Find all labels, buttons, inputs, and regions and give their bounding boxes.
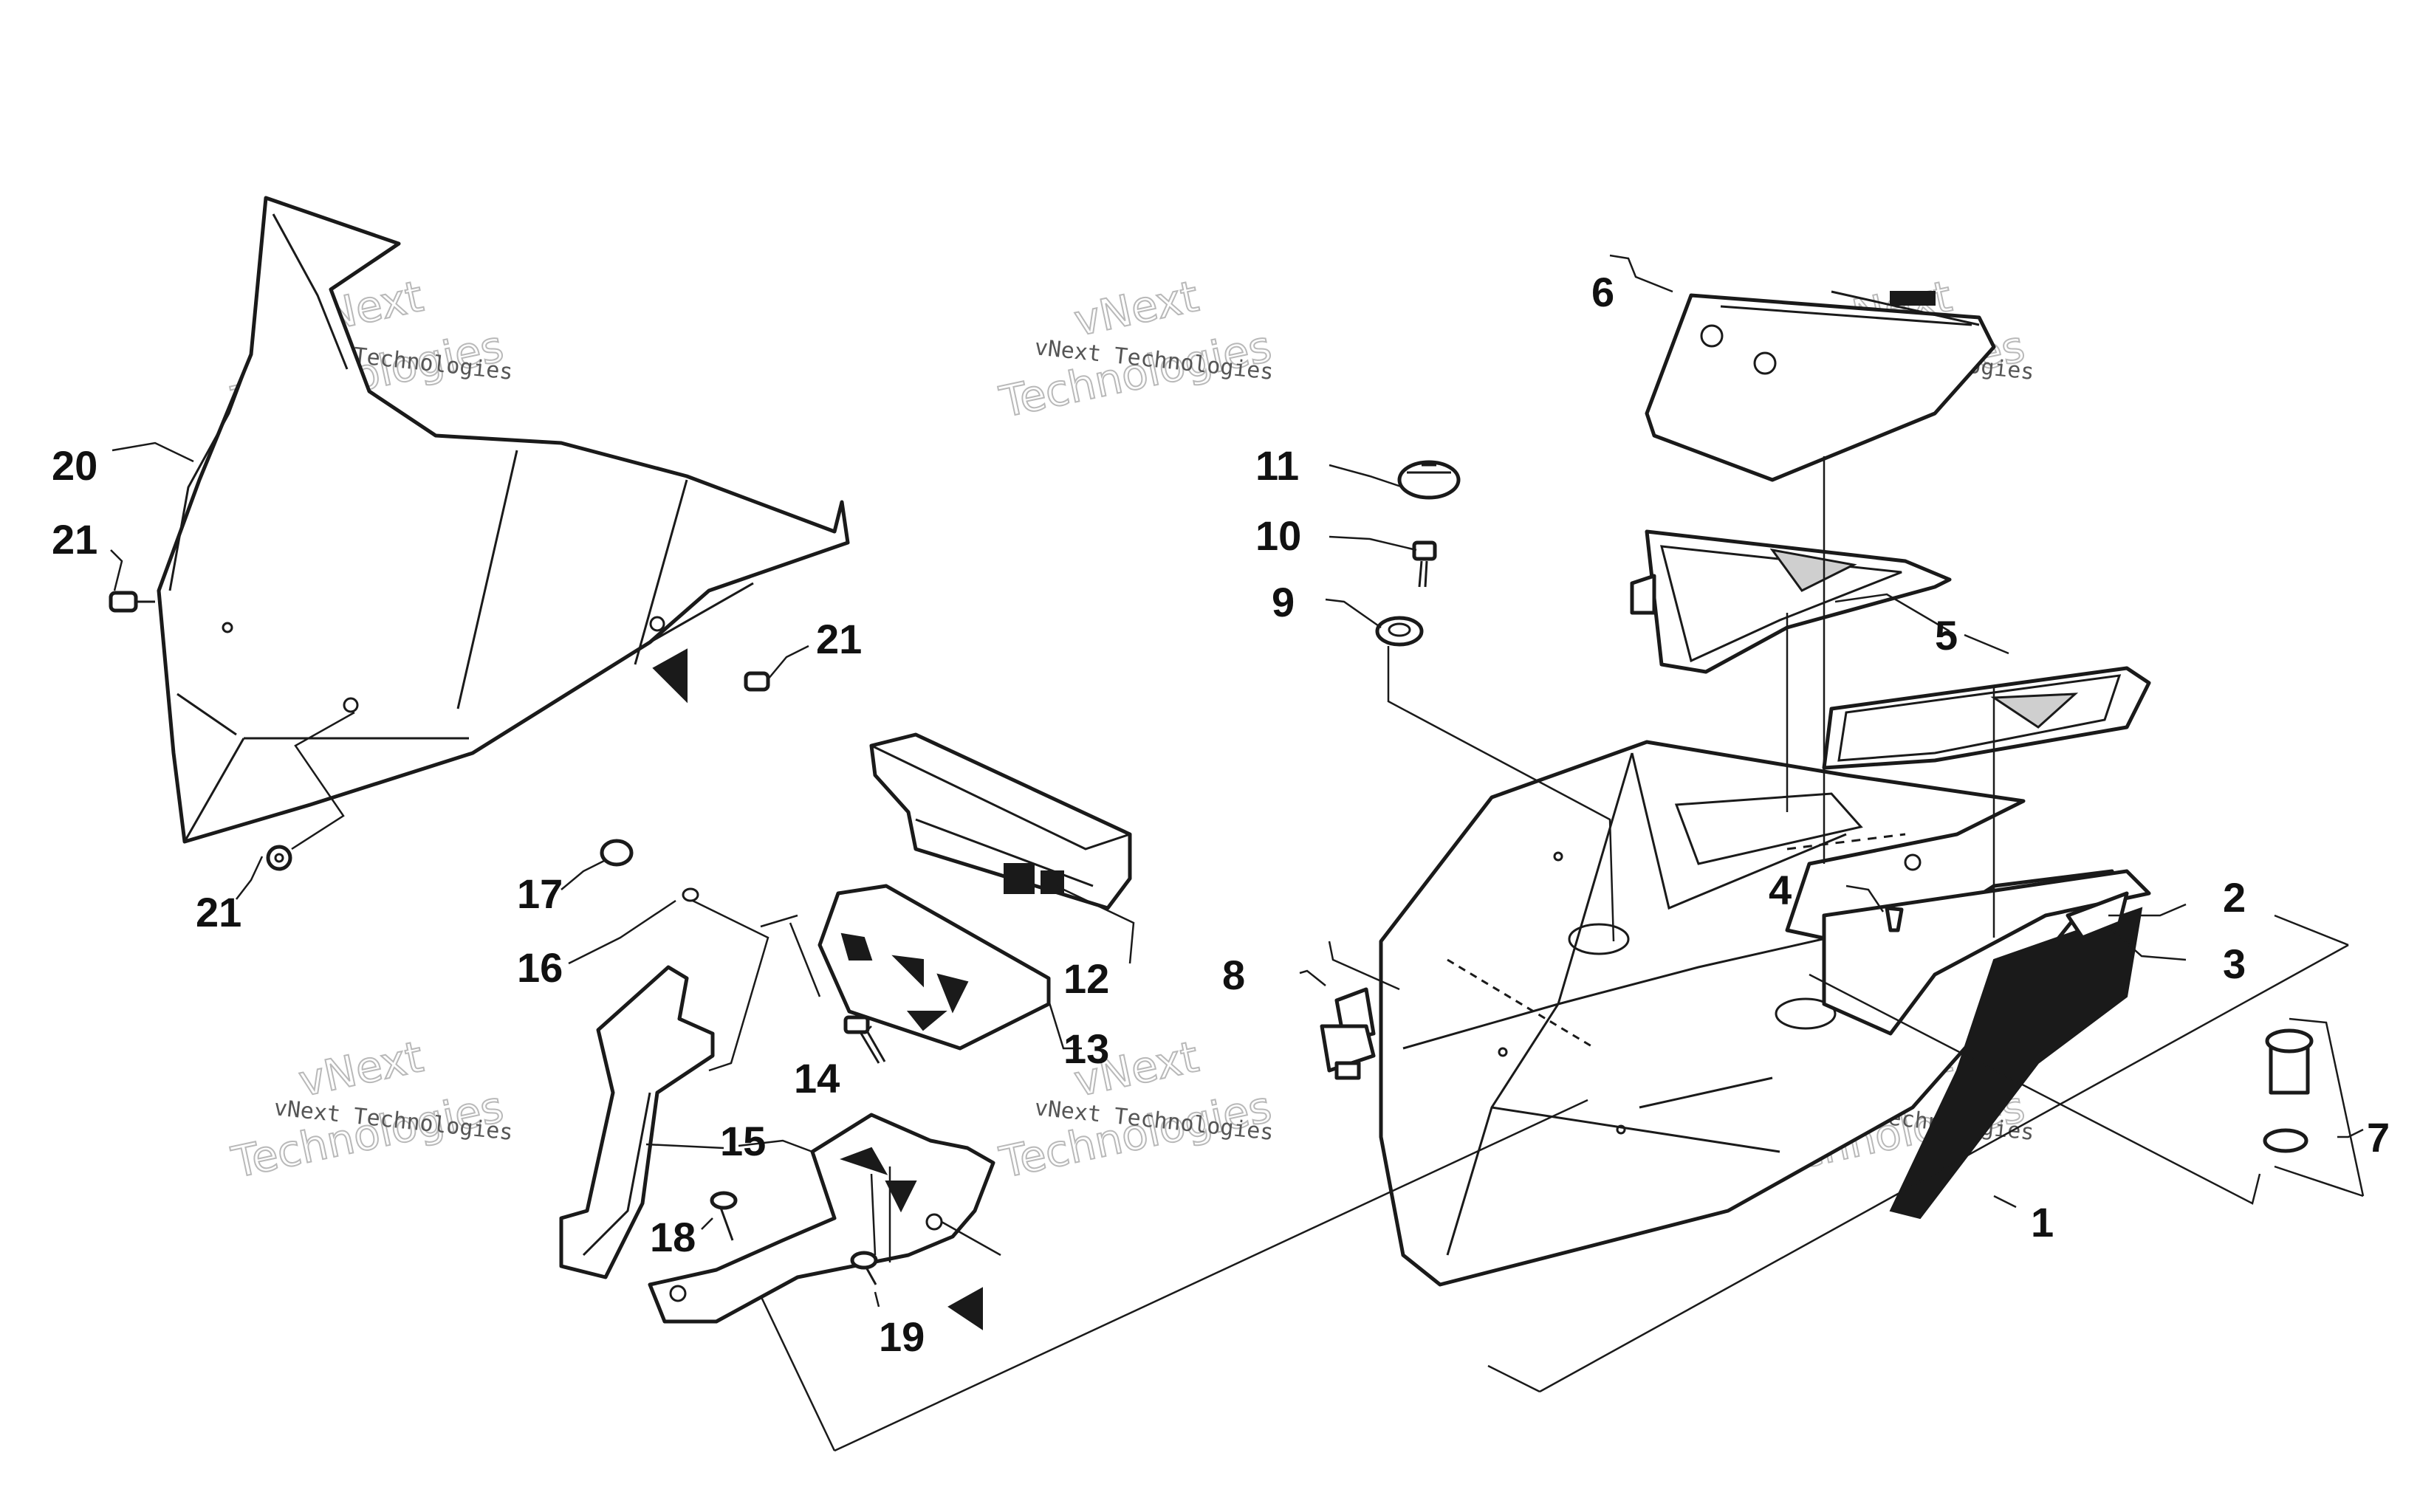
display-part-12 [869,732,1132,910]
washer-part-16 [682,887,699,902]
watermark-bottom-center: vNext Technologies vNext Technologies [995,1031,1277,1189]
screw-part-18 [710,1191,738,1241]
callout-2: 2 [2223,874,2246,921]
screw-part-4 [1885,853,1922,932]
callout-1: 1 [2031,1199,2054,1245]
callout-21-right: 21 [816,616,862,662]
cap-part-11 [1397,460,1461,500]
frame-bracket-part-15 [559,965,995,1330]
switch-part-8 [1320,987,1376,1080]
side-panel-part-2 [1822,869,2151,1220]
mount-bracket-part-13 [817,884,1051,1051]
callout-labels: 1 2 3 4 5 6 7 8 9 10 11 12 13 14 15 16 1… [52,269,2390,1360]
callout-19: 19 [879,1313,925,1360]
power-outlet-part-7 [2263,1028,2314,1153]
callout-4: 4 [1769,867,1792,913]
callout-6: 6 [1591,269,1614,315]
key-part-10 [1412,540,1437,588]
callout-7: 7 [2367,1114,2390,1161]
callout-13: 13 [1063,1025,1109,1072]
callout-16: 16 [517,944,563,991]
lens-panels-part-5 [1630,529,2151,770]
callout-5: 5 [1935,612,1958,659]
windshield-part-20 [157,196,850,844]
callout-18: 18 [650,1214,696,1260]
callout-20: 20 [52,442,97,489]
fastener-part-21-left [109,591,155,613]
callout-17: 17 [517,870,563,917]
nut-part-9 [1375,616,1424,647]
callout-3: 3 [2223,941,2246,987]
callout-12: 12 [1063,955,1109,1002]
callout-14: 14 [794,1055,840,1102]
svg-text:vNext: vNext [1070,271,1203,346]
callout-9: 9 [1272,579,1295,625]
fastener-part-21-bottom [266,845,292,871]
watermark-bottom-left: vNext Technologies vNext Technologies [227,1031,514,1189]
callout-10: 10 [1255,512,1301,559]
leader-lines [110,254,2365,1452]
callout-15: 15 [720,1118,766,1164]
callout-11: 11 [1255,442,1299,489]
storage-cover-part-6 [1645,290,1996,482]
screw-part-19 [850,1251,878,1285]
fastener-part-21-right [744,671,770,692]
bolt-part-14 [843,1015,886,1064]
callout-21-left: 21 [52,516,97,563]
nut-part-17 [600,839,634,867]
callout-8: 8 [1222,952,1245,998]
callout-21-bottom: 21 [196,889,241,935]
svg-text:vNext: vNext [295,1031,428,1107]
watermark-top-center: vNext Technologies vNext Technologies [995,270,1277,428]
